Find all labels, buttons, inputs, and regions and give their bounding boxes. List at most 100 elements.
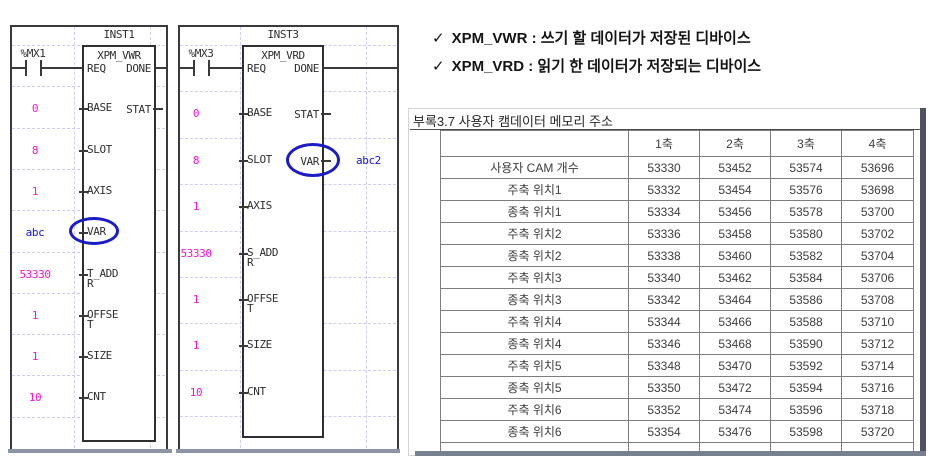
address-cell: 53330 xyxy=(628,156,700,179)
address-cell: 53710 xyxy=(841,310,914,333)
wire xyxy=(10,67,26,69)
address-cell: 53598 xyxy=(770,420,842,443)
output-pin-label: DONE xyxy=(126,62,151,75)
address-cell: 53460 xyxy=(699,244,771,267)
operand-value[interactable]: abc2 xyxy=(356,154,381,167)
address-cell xyxy=(841,442,914,451)
input-pin-label: SIZE xyxy=(87,349,112,362)
row-label-cell xyxy=(440,442,629,451)
operand-value[interactable]: 53330 xyxy=(180,247,212,260)
pin-tick xyxy=(79,315,88,317)
address-cell: 53574 xyxy=(770,156,842,179)
pin-tick xyxy=(153,108,163,110)
contact-operand-label[interactable]: %MX3 xyxy=(188,47,214,60)
input-pin-label: REQ xyxy=(87,62,106,75)
address-cell: 53696 xyxy=(841,156,914,179)
address-cell: 53718 xyxy=(841,398,914,421)
address-cell: 53706 xyxy=(841,266,914,289)
note-text: XPM_VWR : 쓰기 할 데이터가 저장된 디바이스 xyxy=(451,30,751,47)
address-cell: 53466 xyxy=(699,310,771,333)
window-bottom-edge xyxy=(176,449,400,453)
address-cell: 53458 xyxy=(699,222,771,245)
operand-value[interactable]: 1 xyxy=(31,309,39,322)
address-cell: 53708 xyxy=(841,288,914,311)
address-cell: 53584 xyxy=(770,266,842,289)
normally-open-contact[interactable] xyxy=(186,58,218,78)
address-cell: 53462 xyxy=(699,266,771,289)
operand-value[interactable]: 0 xyxy=(31,102,39,115)
address-cell: 53452 xyxy=(699,156,771,179)
window-right-edge xyxy=(920,108,926,456)
address-cell: 53582 xyxy=(770,244,842,267)
address-cell: 53714 xyxy=(841,354,914,377)
operand-value[interactable]: 1 xyxy=(192,293,200,306)
address-cell: 53350 xyxy=(628,376,700,399)
operand-value[interactable]: 8 xyxy=(31,144,39,157)
address-cell: 53340 xyxy=(628,266,700,289)
wire xyxy=(209,67,243,69)
address-cell: 53472 xyxy=(699,376,771,399)
pin-tick xyxy=(239,253,248,255)
table-header-cell: 1축 xyxy=(628,130,700,157)
row-label-cell: 종축 위치2 xyxy=(440,244,629,267)
input-pin-label: S_ADDR xyxy=(247,246,279,269)
contact-operand-label[interactable]: %MX1 xyxy=(20,47,46,60)
address-cell: 53590 xyxy=(770,332,842,355)
address-cell: 53336 xyxy=(628,222,700,245)
operand-value[interactable]: 10 xyxy=(28,391,42,404)
operand-value[interactable]: 53330 xyxy=(19,268,51,281)
row-label-cell: 주축 위치2 xyxy=(440,222,629,245)
check-icon: ✓ xyxy=(432,58,445,75)
operand-value[interactable]: 1 xyxy=(31,185,39,198)
function-block[interactable] xyxy=(242,45,324,438)
contact-pole xyxy=(193,60,195,76)
pin-tick xyxy=(239,345,248,347)
input-pin-label: REQ xyxy=(247,62,266,75)
address-cell: 53594 xyxy=(770,376,842,399)
address-cell: 53578 xyxy=(770,200,842,223)
address-cell: 53334 xyxy=(628,200,700,223)
window-bottom-edge xyxy=(8,449,172,453)
address-cell: 53716 xyxy=(841,376,914,399)
pin-tick xyxy=(79,397,88,399)
address-cell: 53454 xyxy=(699,178,771,201)
address-cell: 53354 xyxy=(628,420,700,443)
pin-tick xyxy=(79,108,88,110)
panel-top-border xyxy=(10,25,167,27)
input-pin-label: T_ADDR xyxy=(87,267,119,290)
address-cell: 53456 xyxy=(699,200,771,223)
operand-value[interactable]: 1 xyxy=(31,350,39,363)
operand-value[interactable]: 1 xyxy=(192,339,200,352)
table-header-cell: 4축 xyxy=(841,130,914,157)
operand-value[interactable]: 8 xyxy=(192,154,200,167)
table-header-cell: 3축 xyxy=(770,130,842,157)
row-label-cell: 종축 위치6 xyxy=(440,420,629,443)
operand-value[interactable]: abc xyxy=(25,226,45,239)
row-label-cell: 주축 위치1 xyxy=(440,178,629,201)
input-pin-label: CNT xyxy=(247,385,266,398)
grid-line xyxy=(366,27,367,448)
check-icon: ✓ xyxy=(432,30,445,47)
address-cell: 53332 xyxy=(628,178,700,201)
operand-value[interactable]: 1 xyxy=(192,200,200,213)
wire xyxy=(41,67,83,69)
address-cell: 53700 xyxy=(841,200,914,223)
address-cell: 53702 xyxy=(841,222,914,245)
address-cell: 53468 xyxy=(699,332,771,355)
table-header-cell xyxy=(440,130,629,157)
operand-value[interactable]: 10 xyxy=(189,386,203,399)
address-cell: 53348 xyxy=(628,354,700,377)
note-line-1: ✓ XPM_VWR : 쓰기 할 데이터가 저장된 디바이스 xyxy=(432,27,751,48)
address-cell: 53592 xyxy=(770,354,842,377)
operand-value[interactable]: 0 xyxy=(192,107,200,120)
note-line-2: ✓XPM_VRD : 읽기 한 데이터가 저장되는 디바이스 xyxy=(432,55,761,76)
function-name: XPM_VWR xyxy=(97,49,141,62)
highlight-ellipse xyxy=(286,143,340,177)
output-pin-label: STAT xyxy=(126,103,151,116)
normally-open-contact[interactable] xyxy=(18,58,50,78)
